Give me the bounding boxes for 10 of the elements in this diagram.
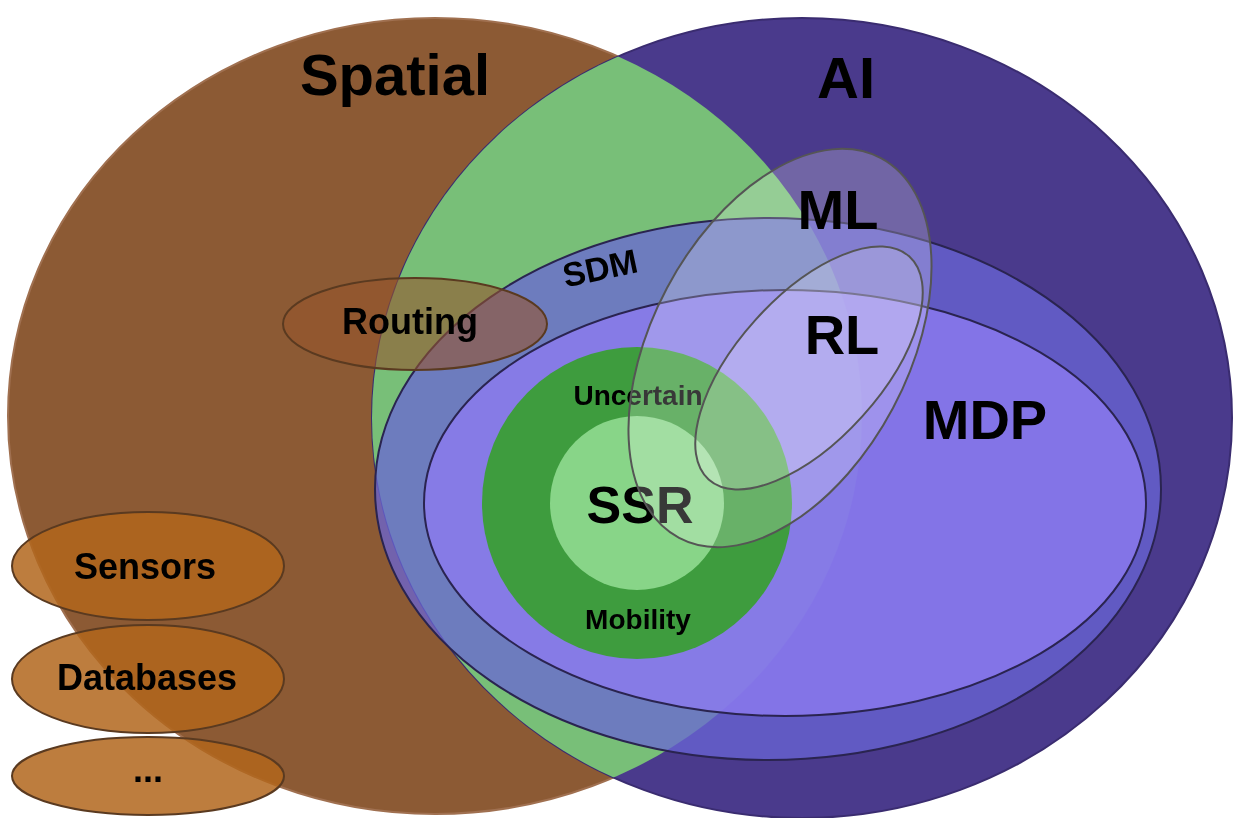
set-label: RL [804, 307, 880, 363]
set-label: MDP [922, 392, 1048, 448]
set-label: AI [817, 49, 875, 107]
set-label: Databases [56, 660, 238, 696]
set-label: Routing [342, 304, 478, 340]
set-label: SDM [559, 243, 641, 293]
set-label: ML [797, 182, 879, 238]
set-label: Mobility [585, 606, 691, 634]
set-label: Sensors [73, 549, 217, 585]
set-label: ... [133, 752, 163, 788]
